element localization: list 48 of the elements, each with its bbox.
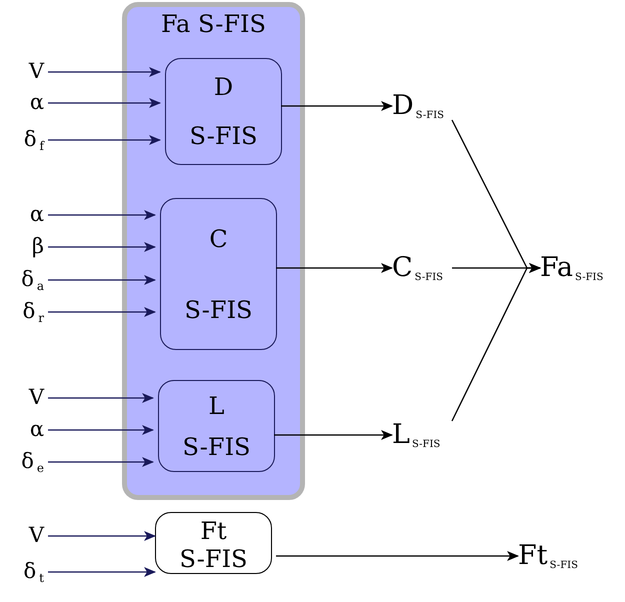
group-panel: [122, 2, 305, 500]
process-box: [165, 58, 282, 165]
output-label: C$_{S-FIS}$: [392, 250, 444, 285]
arrow: [48, 275, 156, 285]
arrow: [48, 242, 156, 252]
arrow: [276, 263, 393, 273]
arrow: [48, 457, 154, 467]
output-label: L$_{S-FIS}$: [392, 418, 440, 452]
input-label: α: [30, 89, 44, 116]
arrow: [48, 393, 154, 403]
box-label: Ft: [200, 517, 227, 545]
input-label: δ$_{r}$: [22, 298, 44, 328]
box-label: D: [214, 73, 234, 102]
arrow: [48, 210, 156, 220]
box-label: S-FIS: [184, 296, 252, 324]
input-label: α: [30, 201, 44, 228]
arrow: [48, 531, 156, 541]
arrow: [451, 263, 541, 422]
output-label: D$_{S-FIS}$: [392, 88, 444, 123]
process-box: [160, 198, 277, 350]
arrow: [48, 98, 161, 108]
input-label: V: [28, 384, 44, 412]
arrow: [48, 567, 156, 577]
arrow: [274, 430, 393, 440]
input-label: α: [30, 416, 44, 444]
box-label: L: [208, 392, 224, 420]
arrow: [48, 307, 156, 317]
arrow: [276, 551, 519, 561]
output-label: Fa$_{S-FIS}$: [540, 250, 604, 285]
output-label: Ft$_{S-FIS}$: [518, 538, 578, 573]
arrow: [48, 135, 161, 145]
input-label: β: [32, 233, 44, 260]
box-label: C: [209, 224, 228, 252]
process-box: [155, 512, 272, 574]
input-label: δ$_{t}$: [24, 558, 44, 588]
arrow: [48, 425, 154, 435]
box-label: S-FIS: [182, 432, 250, 460]
input-label: δ$_{a}$: [21, 266, 44, 296]
arrow: [48, 67, 161, 77]
input-label: δ$_{e}$: [21, 448, 44, 478]
group-title: Fa S-FIS: [160, 9, 267, 40]
input-label: V: [28, 522, 44, 550]
input-label: δ$_{f}$: [24, 126, 44, 156]
process-box: [158, 380, 275, 472]
box-label: S-FIS: [189, 122, 258, 150]
box-label: S-FIS: [179, 545, 248, 573]
input-label: V: [28, 58, 44, 86]
arrow: [281, 101, 393, 111]
